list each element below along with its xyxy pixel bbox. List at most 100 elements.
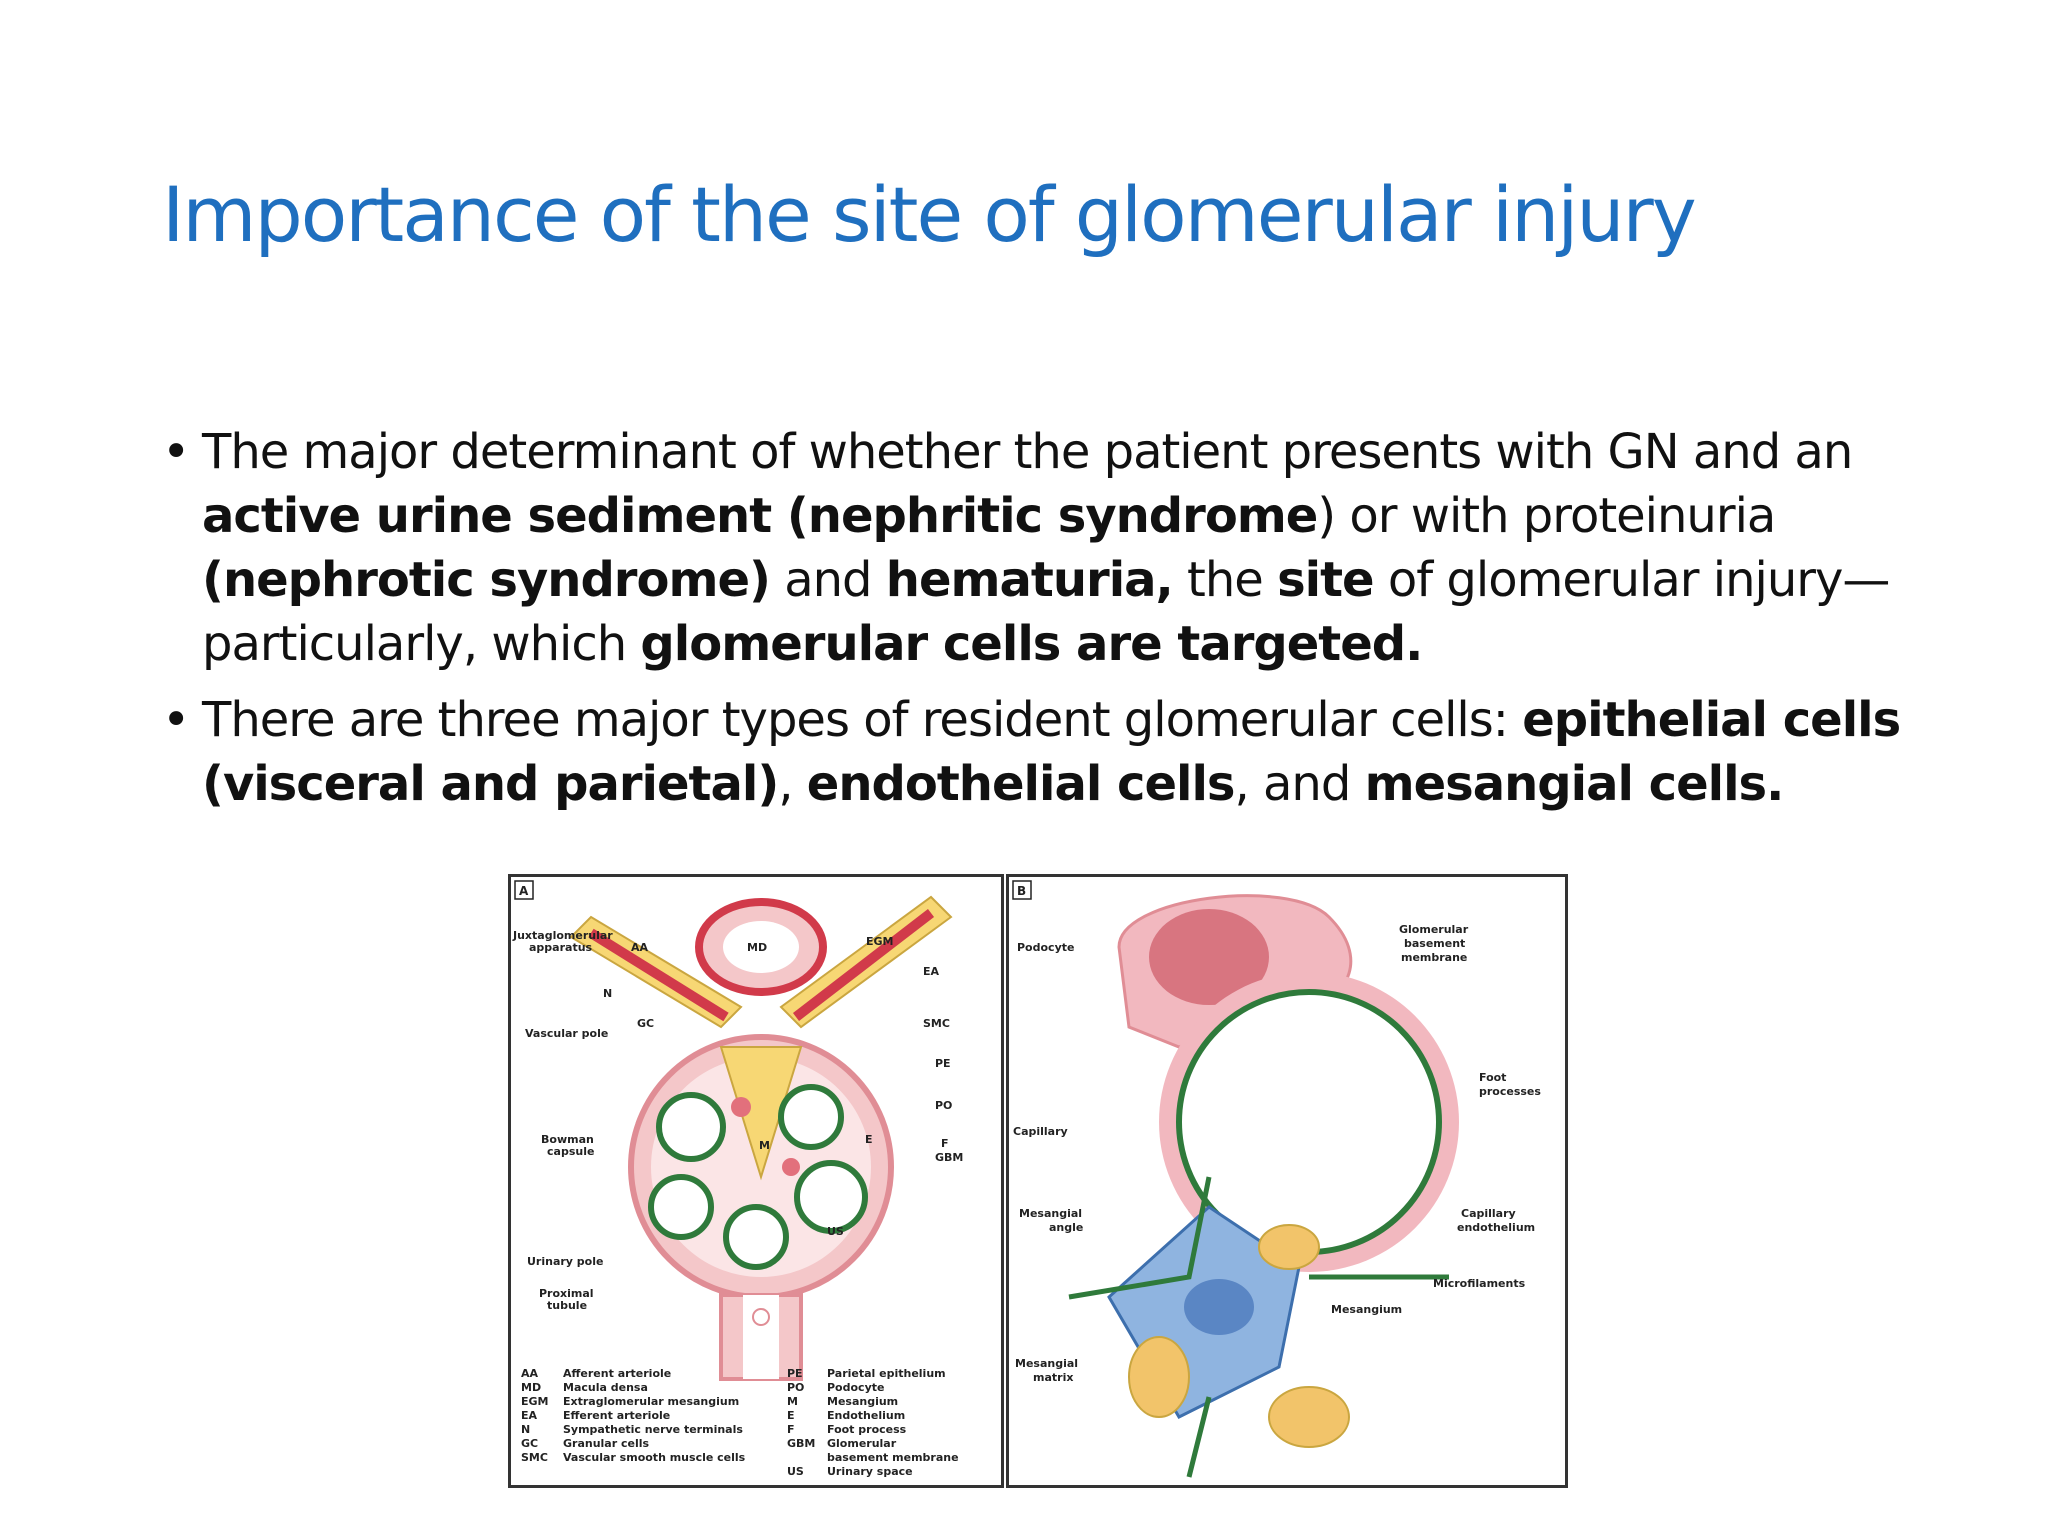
legend-text: Glomerular xyxy=(827,1437,897,1450)
bullet-segment: of glomerular injury—particularly, which xyxy=(202,552,1890,672)
svg-text:EA: EA xyxy=(923,965,940,978)
podocyte-nucleus xyxy=(1149,909,1269,1005)
legend-abbr: US xyxy=(787,1465,804,1478)
bullet-item: • The major determinant of whether the p… xyxy=(162,420,1922,676)
legend-abbr: GC xyxy=(521,1437,538,1450)
svg-text:Capillary: Capillary xyxy=(1461,1207,1516,1220)
svg-text:Microfilaments: Microfilaments xyxy=(1433,1277,1526,1290)
bullet-segment: ) or with proteinuria xyxy=(1317,488,1776,544)
bullet-item: • There are three major types of residen… xyxy=(162,688,1922,816)
legend-text: Parietal epithelium xyxy=(827,1367,946,1380)
legend-text: Macula densa xyxy=(563,1381,648,1394)
bullet-segment: site xyxy=(1277,552,1375,608)
capillary-loop xyxy=(794,1160,868,1234)
svg-text:Urinary pole: Urinary pole xyxy=(527,1255,603,1268)
bullet-list: • The major determinant of whether the p… xyxy=(162,420,1922,828)
svg-text:processes: processes xyxy=(1479,1085,1541,1098)
legend-text: Endothelium xyxy=(827,1409,905,1422)
legend-text: Mesangium xyxy=(827,1395,898,1408)
legend-abbr: SMC xyxy=(521,1451,548,1464)
bullet-segment: , xyxy=(778,756,807,812)
legend-abbr: F xyxy=(787,1423,795,1436)
legend-abbr: E xyxy=(787,1409,795,1422)
svg-text:Mesangial: Mesangial xyxy=(1015,1357,1078,1370)
svg-text:Foot: Foot xyxy=(1479,1071,1506,1084)
svg-text:membrane: membrane xyxy=(1401,951,1467,964)
svg-text:M: M xyxy=(759,1139,770,1152)
svg-text:E: E xyxy=(865,1133,873,1146)
legend-text: Efferent arteriole xyxy=(563,1409,670,1422)
capillary-loop xyxy=(778,1084,844,1150)
svg-text:MD: MD xyxy=(747,941,767,954)
legend-abbr: MD xyxy=(521,1381,541,1394)
svg-text:endothelium: endothelium xyxy=(1457,1221,1535,1234)
bullet-segment: There are three major types of resident … xyxy=(202,692,1523,748)
svg-text:PE: PE xyxy=(935,1057,951,1070)
svg-text:PO: PO xyxy=(935,1099,952,1112)
svg-text:Bowman: Bowman xyxy=(541,1133,594,1146)
svg-text:angle: angle xyxy=(1049,1221,1083,1234)
bullet-text: There are three major types of resident … xyxy=(202,692,1901,812)
legend-text: Podocyte xyxy=(827,1381,884,1394)
glomerulus-diagram: A Juxtaglomer xyxy=(512,880,963,1478)
legend-text: Urinary space xyxy=(827,1465,913,1478)
legend-abbr: PE xyxy=(787,1367,803,1380)
bullet-segment: active urine sediment (nephritic syndrom… xyxy=(202,488,1318,544)
legend-text: Afferent arteriole xyxy=(563,1367,671,1380)
bullet-dot-icon: • xyxy=(162,692,190,748)
svg-text:Vascular pole: Vascular pole xyxy=(525,1027,608,1040)
panel-a-tag: A xyxy=(519,884,529,898)
slide-title: Importance of the site of glomerular inj… xyxy=(162,170,1697,259)
bullet-segment: endothelial cells xyxy=(806,756,1236,812)
svg-text:F: F xyxy=(941,1137,949,1150)
bullet-segment: mesangial cells. xyxy=(1364,756,1785,812)
svg-text:capsule: capsule xyxy=(547,1145,594,1158)
legend-text: Sympathetic nerve terminals xyxy=(563,1423,743,1436)
svg-text:AA: AA xyxy=(631,941,649,954)
legend-abbr: M xyxy=(787,1395,798,1408)
legend-text: basement membrane xyxy=(827,1451,959,1464)
svg-text:tubule: tubule xyxy=(547,1299,587,1312)
legend-abbr: PO xyxy=(787,1381,804,1394)
svg-text:GC: GC xyxy=(637,1017,654,1030)
legend-abbr: GBM xyxy=(787,1437,815,1450)
legend-text: Foot process xyxy=(827,1423,907,1436)
svg-text:Podocyte: Podocyte xyxy=(1017,941,1074,954)
bullet-segment: epithelial cells (visceral and parietal) xyxy=(202,692,1901,812)
bullet-segment: glomerular cells are targeted. xyxy=(640,616,1423,672)
svg-text:Proximal: Proximal xyxy=(539,1287,594,1300)
svg-text:GBM: GBM xyxy=(935,1151,963,1164)
legend-abbr: EA xyxy=(521,1409,538,1422)
bullet-segment: (nephrotic syndrome) xyxy=(202,552,771,608)
svg-text:Mesangial: Mesangial xyxy=(1019,1207,1082,1220)
legend-text: Extraglomerular mesangium xyxy=(563,1395,739,1408)
svg-text:matrix: matrix xyxy=(1033,1371,1073,1384)
legend-text: Granular cells xyxy=(563,1437,650,1450)
bullet-segment: , and xyxy=(1234,756,1365,812)
capillary-loop xyxy=(656,1092,726,1162)
bullet-text: The major determinant of whether the pat… xyxy=(202,424,1890,672)
svg-text:EGM: EGM xyxy=(866,935,894,948)
svg-text:N: N xyxy=(603,987,612,1000)
bullet-segment: hematuria, xyxy=(885,552,1174,608)
bullet-segment: The major determinant of whether the pat… xyxy=(202,424,1853,480)
svg-text:Glomerular: Glomerular xyxy=(1399,923,1469,936)
legend-abbr: AA xyxy=(521,1367,539,1380)
capillary-loop xyxy=(723,1204,789,1270)
legend-text: Vascular smooth muscle cells xyxy=(563,1451,746,1464)
svg-text:SMC: SMC xyxy=(923,1017,950,1030)
svg-text:Capillary: Capillary xyxy=(1013,1125,1068,1138)
svg-text:apparatus: apparatus xyxy=(529,941,593,954)
bullet-segment: the xyxy=(1172,552,1278,608)
figure-panel-b: B Podocyte Glomerular basement membrane … xyxy=(1006,874,1568,1488)
panel-b-tag: B xyxy=(1017,884,1026,898)
capillary-loop xyxy=(648,1174,714,1240)
bullet-dot-icon: • xyxy=(162,424,190,480)
svg-text:US: US xyxy=(827,1225,844,1238)
bullet-segment: and xyxy=(769,552,886,608)
capillary-diagram: B Podocyte Glomerular basement membrane … xyxy=(1012,880,1541,1478)
figure-panel-a: A Juxtaglomer xyxy=(508,874,1004,1488)
